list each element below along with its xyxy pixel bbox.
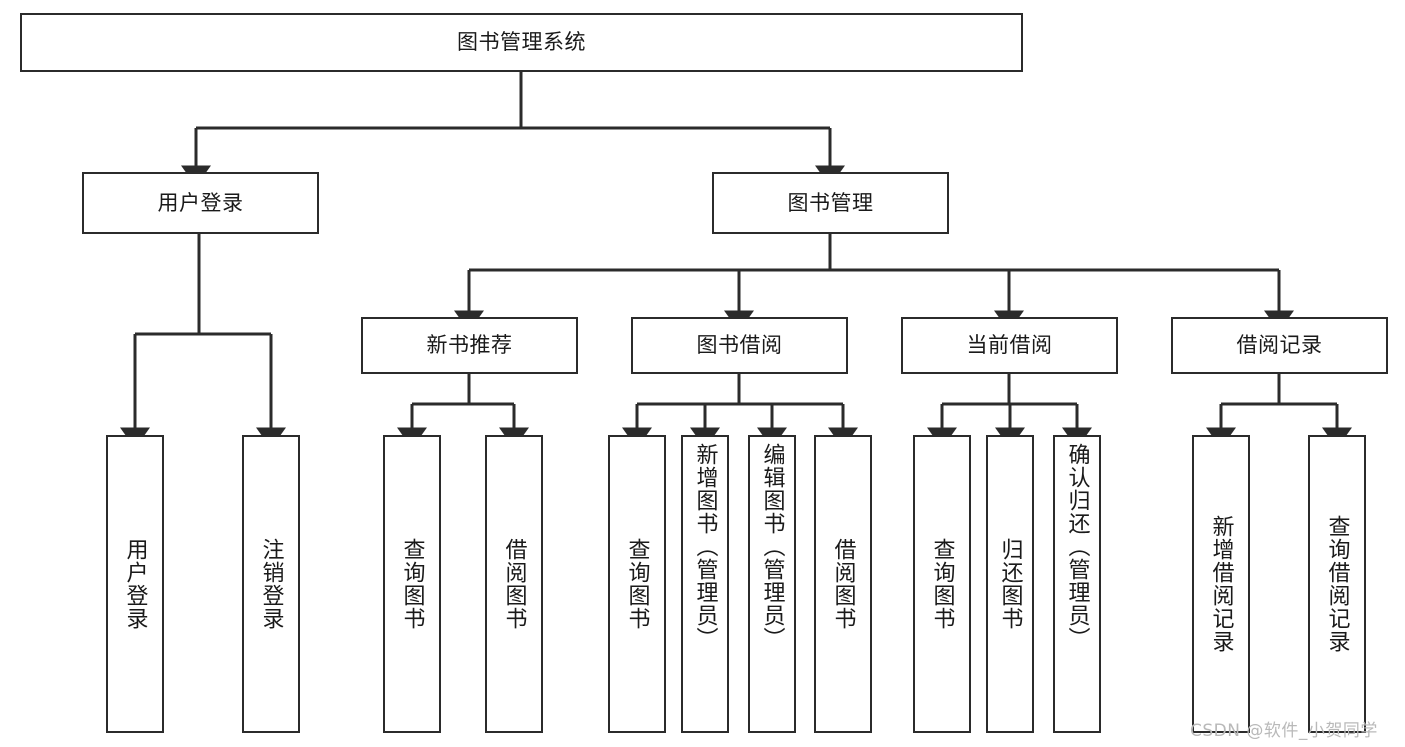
leaf-query-book-3[interactable]: 查询图书 xyxy=(913,435,971,733)
leaf-confirm-return[interactable]: 确认归还（管理员） xyxy=(1053,435,1101,733)
leaf-query-book-3-label: 查询图书 xyxy=(929,538,955,630)
leaf-add-record[interactable]: 新增借阅记录 xyxy=(1192,435,1250,733)
node-book-borrow[interactable]: 图书借阅 xyxy=(631,317,848,374)
csdn-watermark: CSDN @软件_小贺同学 xyxy=(1190,721,1378,741)
node-new-book-rec-label: 新书推荐 xyxy=(426,333,513,357)
leaf-add-book[interactable]: 新增图书（管理员） xyxy=(681,435,729,733)
leaf-logout-label: 注销登录 xyxy=(258,538,284,630)
node-root[interactable]: 图书管理系统 xyxy=(20,13,1023,72)
leaf-logout[interactable]: 注销登录 xyxy=(242,435,300,733)
leaf-user-login[interactable]: 用户登录 xyxy=(106,435,164,733)
node-root-label: 图书管理系统 xyxy=(457,30,586,54)
leaf-borrow-book-1[interactable]: 借阅图书 xyxy=(485,435,543,733)
leaf-borrow-book-2[interactable]: 借阅图书 xyxy=(814,435,872,733)
leaf-edit-book-label: 编辑图书（管理员） xyxy=(759,443,785,650)
leaf-confirm-return-label: 确认归还（管理员） xyxy=(1064,443,1090,650)
node-user-login[interactable]: 用户登录 xyxy=(82,172,319,234)
leaf-query-book-1-label: 查询图书 xyxy=(399,538,425,630)
node-book-manage[interactable]: 图书管理 xyxy=(712,172,949,234)
leaf-user-login-label: 用户登录 xyxy=(122,538,148,630)
leaf-edit-book[interactable]: 编辑图书（管理员） xyxy=(748,435,796,733)
leaf-return-book-label: 归还图书 xyxy=(997,538,1023,630)
leaf-add-book-label: 新增图书（管理员） xyxy=(692,443,718,650)
node-new-book-rec[interactable]: 新书推荐 xyxy=(361,317,578,374)
node-user-login-label: 用户登录 xyxy=(157,190,244,215)
node-current-borrow[interactable]: 当前借阅 xyxy=(901,317,1118,374)
leaf-borrow-book-2-label: 借阅图书 xyxy=(830,538,856,630)
node-book-borrow-label: 图书借阅 xyxy=(696,333,783,357)
leaf-query-book-2-label: 查询图书 xyxy=(624,538,650,630)
leaf-return-book[interactable]: 归还图书 xyxy=(986,435,1034,733)
leaf-add-record-label: 新增借阅记录 xyxy=(1208,515,1234,653)
node-book-manage-label: 图书管理 xyxy=(787,190,874,215)
leaf-query-record[interactable]: 查询借阅记录 xyxy=(1308,435,1366,733)
node-current-borrow-label: 当前借阅 xyxy=(966,333,1053,357)
leaf-query-book-2[interactable]: 查询图书 xyxy=(608,435,666,733)
node-borrow-record[interactable]: 借阅记录 xyxy=(1171,317,1388,374)
node-borrow-record-label: 借阅记录 xyxy=(1236,333,1323,357)
leaf-query-book-1[interactable]: 查询图书 xyxy=(383,435,441,733)
leaf-query-record-label: 查询借阅记录 xyxy=(1324,515,1350,653)
leaf-borrow-book-1-label: 借阅图书 xyxy=(501,538,527,630)
